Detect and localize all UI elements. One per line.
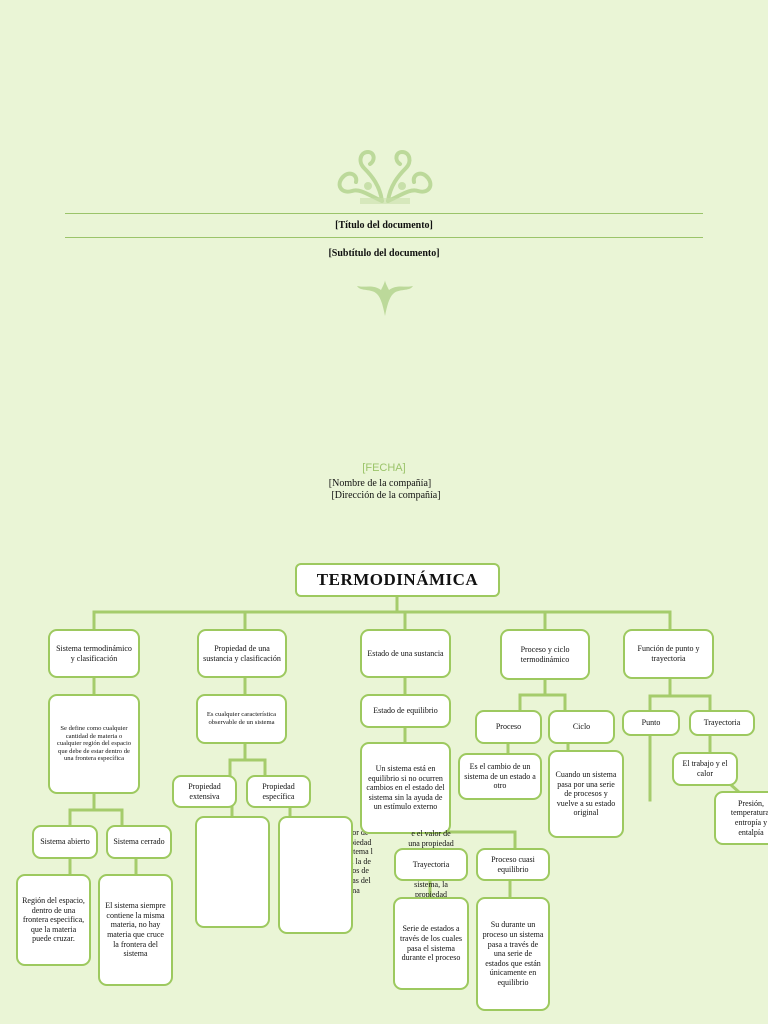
node-trayectoria-funcion[interactable]: Trayectoria — [689, 710, 755, 736]
node-trayectoria[interactable]: Trayectoria — [394, 848, 468, 881]
node-ciclo-definicion[interactable]: Cuando un sistema pasa por una serie de … — [548, 750, 624, 838]
node-trabajo-calor[interactable]: El trabajo y el calor — [672, 752, 738, 786]
node-funcion[interactable]: Función de punto y trayectoria — [623, 629, 714, 679]
node-propiedad[interactable]: Propiedad de una sustancia y clasificaci… — [197, 629, 287, 678]
node-extensiva-vacio[interactable] — [195, 816, 270, 928]
node-cerrado-definicion[interactable]: El sistema siempre contiene la misma mat… — [98, 874, 173, 986]
divider-top — [65, 213, 703, 214]
node-presion[interactable]: Presión, temperatura, entropía y entalpí… — [714, 791, 768, 845]
overflow-text-equilibrio-bottom: sistema, la propiedad — [414, 880, 448, 898]
node-propiedad-especifica[interactable]: Propiedad específica — [246, 775, 311, 808]
node-especifica-vacio[interactable] — [278, 816, 353, 934]
document-title[interactable]: [Título del documento] — [335, 220, 433, 231]
divider-bottom — [65, 237, 703, 238]
ornament-bottom-icon — [357, 280, 413, 316]
node-sistema-definicion[interactable]: Se define como cualquier cantidad de mat… — [48, 694, 140, 794]
node-proceso-cuasi[interactable]: Proceso cuasi equilibrio — [476, 848, 550, 881]
node-punto[interactable]: Punto — [622, 710, 680, 736]
document-subtitle[interactable]: [Subtítulo del documento] — [328, 248, 440, 259]
node-propiedad-definicion[interactable]: Es cualquier característica observable d… — [196, 694, 287, 744]
overflow-text-especifica: lor de piedad stema l a la de los de las… — [350, 828, 373, 895]
overflow-text-equilibrio-top: e el valor de una propiedad — [408, 829, 454, 848]
node-estado-equilibrio[interactable]: Estado de equilibrio — [360, 694, 451, 728]
root-node[interactable]: TERMODINÁMICA — [295, 563, 500, 597]
ornament-top-icon — [337, 149, 433, 204]
node-trayectoria-definicion[interactable]: Serie de estados a través de los cuales … — [393, 897, 469, 990]
date-placeholder[interactable]: [FECHA] — [362, 462, 406, 474]
node-proceso[interactable]: Proceso — [475, 710, 542, 744]
node-estado[interactable]: Estado de una sustancia — [360, 629, 451, 678]
node-sistema-abierto[interactable]: Sistema abierto — [32, 825, 98, 859]
company-address[interactable]: [Dirección de la compañía] — [331, 490, 441, 501]
node-ciclo[interactable]: Ciclo — [548, 710, 615, 744]
node-sistema-cerrado[interactable]: Sistema cerrado — [106, 825, 172, 859]
node-proceso-definicion[interactable]: Es el cambio de un sistema de un estado … — [458, 753, 542, 800]
node-sistema[interactable]: Sistema termodinámico y clasificación — [48, 629, 140, 678]
node-abierto-definicion[interactable]: Región del espacio, dentro de una fronte… — [16, 874, 91, 966]
node-cuasi-definicion[interactable]: Su durante un proceso un sistema pasa a … — [476, 897, 550, 1011]
node-propiedad-extensiva[interactable]: Propiedad extensiva — [172, 775, 237, 808]
company-name[interactable]: [Nombre de la compañía] — [328, 478, 432, 489]
node-proceso-ciclo[interactable]: Proceso y ciclo termodinámico — [500, 629, 590, 680]
node-equilibrio-definicion[interactable]: Un sistema está en equilibrio si no ocur… — [360, 742, 451, 834]
